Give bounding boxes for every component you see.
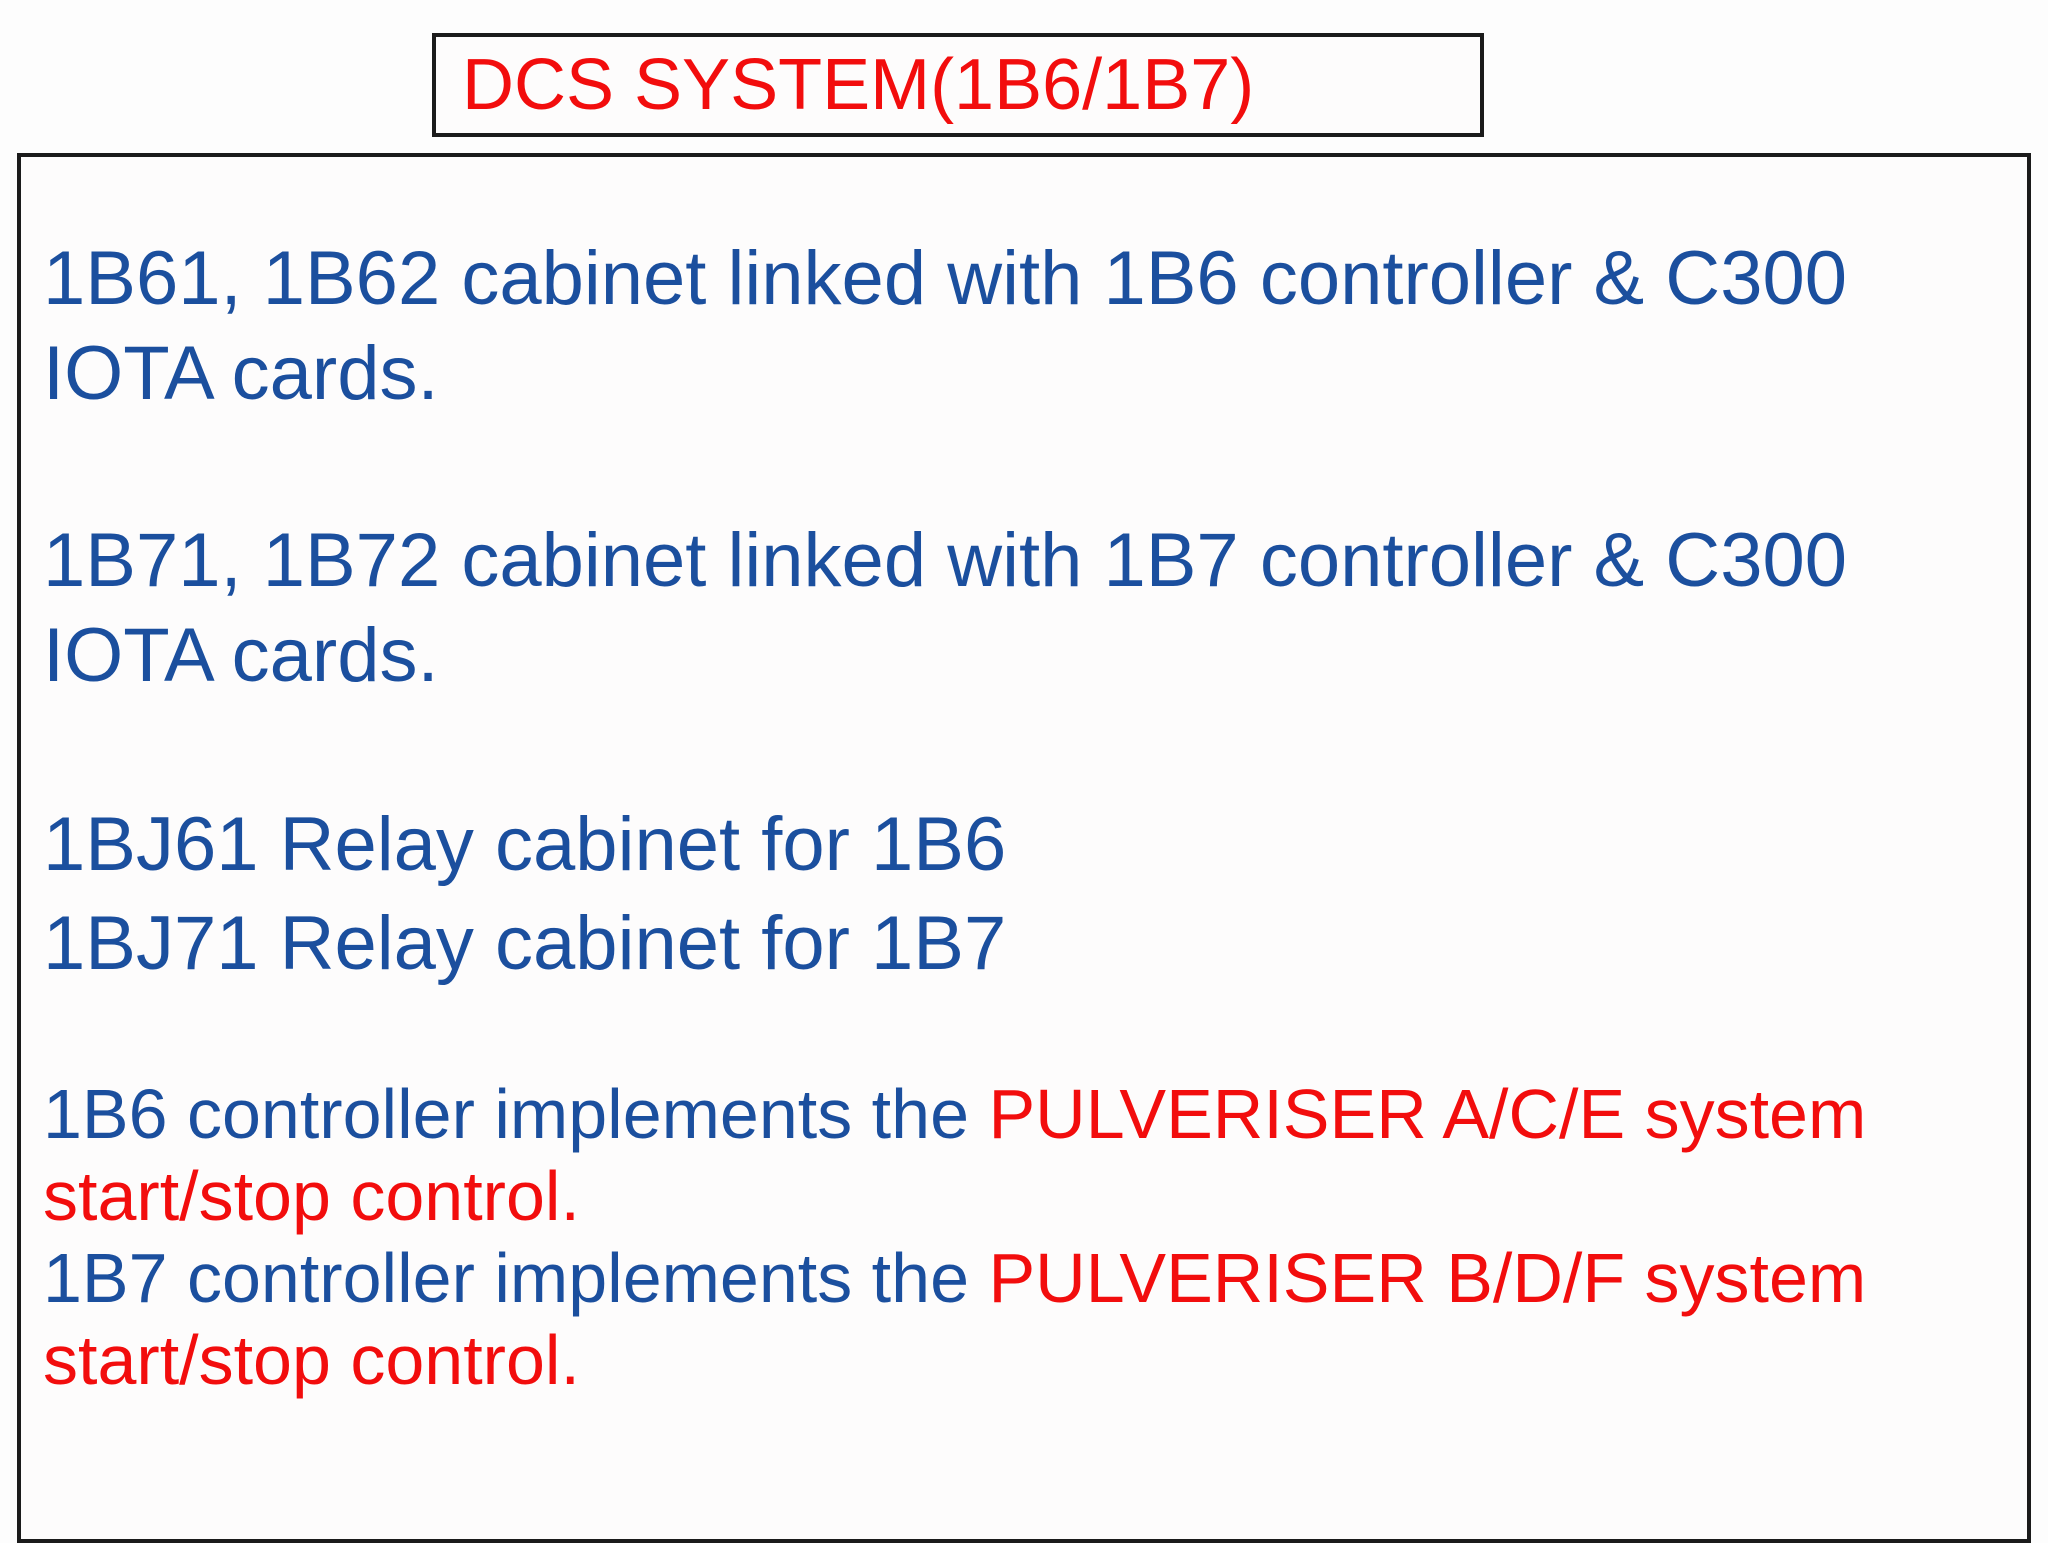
startstop-control-1b6-text: start/stop control. — [43, 1157, 580, 1235]
pulveriser-ace-system-text: PULVERISER A/C/E system — [988, 1075, 1867, 1153]
paragraph-1b6-cabinets-line1: 1B61, 1B62 cabinet linked with 1B6 contr… — [43, 236, 1847, 321]
title-box: DCS SYSTEM(1B6/1B7) — [432, 33, 1484, 137]
paragraph-1b7-cabinets-line1: 1B71, 1B72 cabinet linked with 1B7 contr… — [43, 518, 1847, 603]
paragraph-relay-cabinets-line2: 1BJ71 Relay cabinet for 1B7 — [43, 901, 1007, 986]
paragraph-relay-cabinets-line1: 1BJ61 Relay cabinet for 1B6 — [43, 802, 1007, 887]
paragraph-1b7-cabinets: 1B71, 1B72 cabinet linked with 1B7 contr… — [43, 513, 2007, 703]
paragraph-1b7-cabinets-line2: IOTA cards. — [43, 613, 439, 698]
pulveriser-1b7-intro-text: 1B7 controller implements the — [43, 1239, 989, 1317]
startstop-control-1b7-text: start/stop control. — [43, 1321, 580, 1399]
content-box: 1B61, 1B62 cabinet linked with 1B6 contr… — [17, 153, 2031, 1543]
paragraph-pulveriser-control: 1B6 controller implements the PULVERISER… — [43, 1073, 2007, 1401]
paragraph-relay-cabinets: 1BJ61 Relay cabinet for 1B6 1BJ71 Relay c… — [43, 795, 2007, 993]
pulveriser-1b6-intro-text: 1B6 controller implements the — [43, 1075, 989, 1153]
pulveriser-bdf-system-text: PULVERISER B/D/F system — [988, 1239, 1867, 1317]
paragraph-1b6-cabinets: 1B61, 1B62 cabinet linked with 1B6 contr… — [43, 231, 2007, 421]
slide-title: DCS SYSTEM(1B6/1B7) — [462, 45, 1255, 125]
paragraph-1b6-cabinets-line2: IOTA cards. — [43, 331, 439, 416]
